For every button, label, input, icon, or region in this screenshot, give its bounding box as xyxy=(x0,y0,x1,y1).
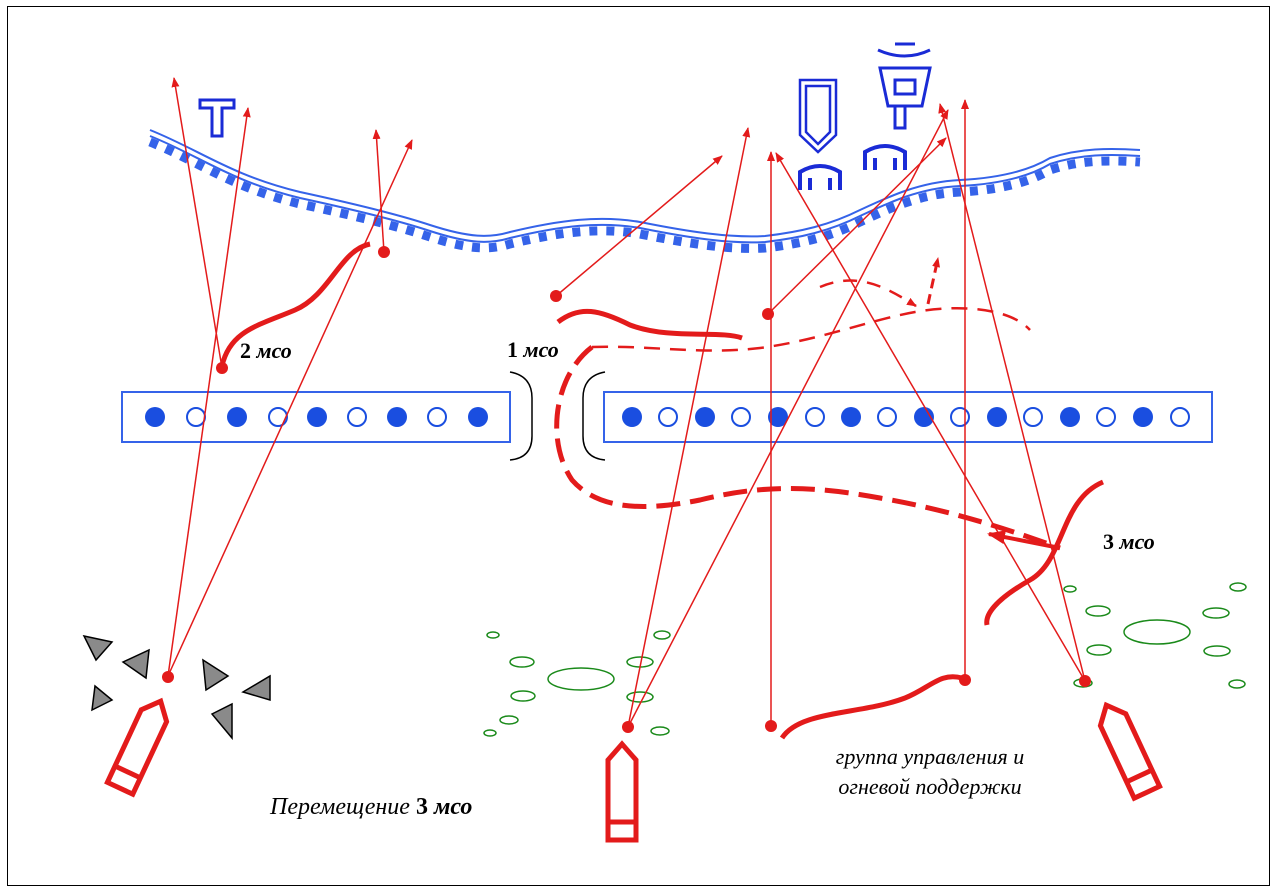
vegetation-icon xyxy=(483,582,1247,737)
mine xyxy=(307,407,327,427)
origin-points xyxy=(162,246,1091,733)
mine xyxy=(950,407,970,427)
mine xyxy=(731,407,751,427)
fire-lines xyxy=(167,77,1086,728)
mine xyxy=(622,407,642,427)
mine xyxy=(1096,407,1116,427)
mine xyxy=(658,407,678,427)
unit-front-3 xyxy=(984,479,1105,626)
mine xyxy=(1133,407,1153,427)
label-group-3: 3 мсо xyxy=(1103,529,1155,554)
mine xyxy=(1023,407,1043,427)
mine xyxy=(387,407,407,427)
mine xyxy=(987,407,1007,427)
unit-front-1 xyxy=(556,308,743,341)
label-movement: Перемещение 3 мсо xyxy=(270,794,473,820)
minefield-left xyxy=(121,391,511,443)
mine xyxy=(268,407,288,427)
mine xyxy=(186,407,206,427)
mine xyxy=(914,407,934,427)
maneuver-route xyxy=(554,257,1061,551)
mine xyxy=(805,407,825,427)
mine xyxy=(841,407,861,427)
enemy-trench-line xyxy=(148,129,1141,253)
mine xyxy=(427,407,447,427)
mine xyxy=(768,407,788,427)
unit-front-2 xyxy=(219,241,371,367)
command-post-icon xyxy=(877,42,932,130)
mine xyxy=(877,407,897,427)
mine xyxy=(227,407,247,427)
passage-brackets xyxy=(509,371,606,461)
antitank-gun-icon xyxy=(798,144,907,190)
minefield-right xyxy=(603,391,1213,443)
label-control-group: группа управления и огневой поддержки xyxy=(835,744,1025,799)
mine xyxy=(1060,407,1080,427)
mine xyxy=(145,407,165,427)
label-group-1: 1 мсо xyxy=(507,337,559,362)
mine xyxy=(695,407,715,427)
mine xyxy=(468,407,488,427)
boat-icon xyxy=(104,697,1163,843)
unit-front-control xyxy=(779,674,963,740)
diagram-frame xyxy=(7,6,1270,886)
mine xyxy=(347,407,367,427)
label-group-2: 2 мсо xyxy=(240,338,292,363)
obstacle-triangle-icon xyxy=(82,634,271,741)
bunker-icon xyxy=(798,78,838,154)
mine xyxy=(1170,407,1190,427)
tank-symbol-icon xyxy=(198,98,236,138)
